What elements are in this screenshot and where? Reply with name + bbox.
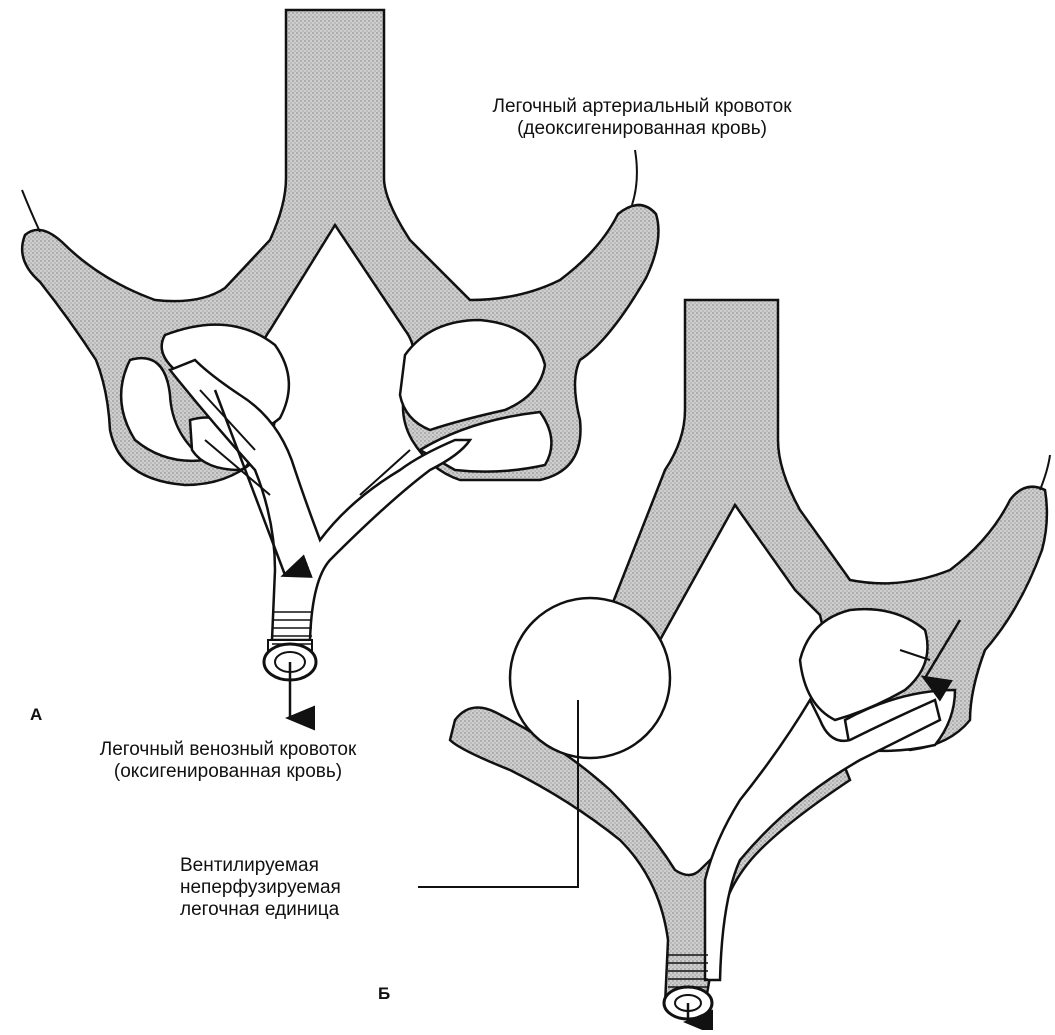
venous-flow-label-line2: (оксигенированная кровь) <box>78 761 378 783</box>
nonperfused-unit-label-line2: неперфузируемая <box>180 877 341 899</box>
ventilated-nonperfused-unit <box>510 598 670 758</box>
arterial-flow-label: Легочный артериальный кровоток (деоксиге… <box>452 96 832 140</box>
arterial-flow-label-line2: (деоксигенированная кровь) <box>452 118 832 140</box>
alveolar-unit-a-right <box>400 320 551 472</box>
panel-letter-b: Б <box>378 983 390 1005</box>
nonperfused-unit-label-line3: легочная единица <box>180 899 341 921</box>
venous-flow-label-line1: Легочный венозный кровоток <box>78 739 378 761</box>
panel-letter-a: А <box>30 704 42 726</box>
arterial-flow-label-line1: Легочный артериальный кровоток <box>452 96 832 118</box>
artery-a-trunk <box>22 10 658 485</box>
nonperfused-unit-label-line1: Вентилируемая <box>180 855 341 877</box>
venous-flow-label: Легочный венозный кровоток (оксигенирова… <box>78 739 378 783</box>
nonperfused-unit-label: Вентилируемая неперфузируемая легочная е… <box>180 855 341 921</box>
